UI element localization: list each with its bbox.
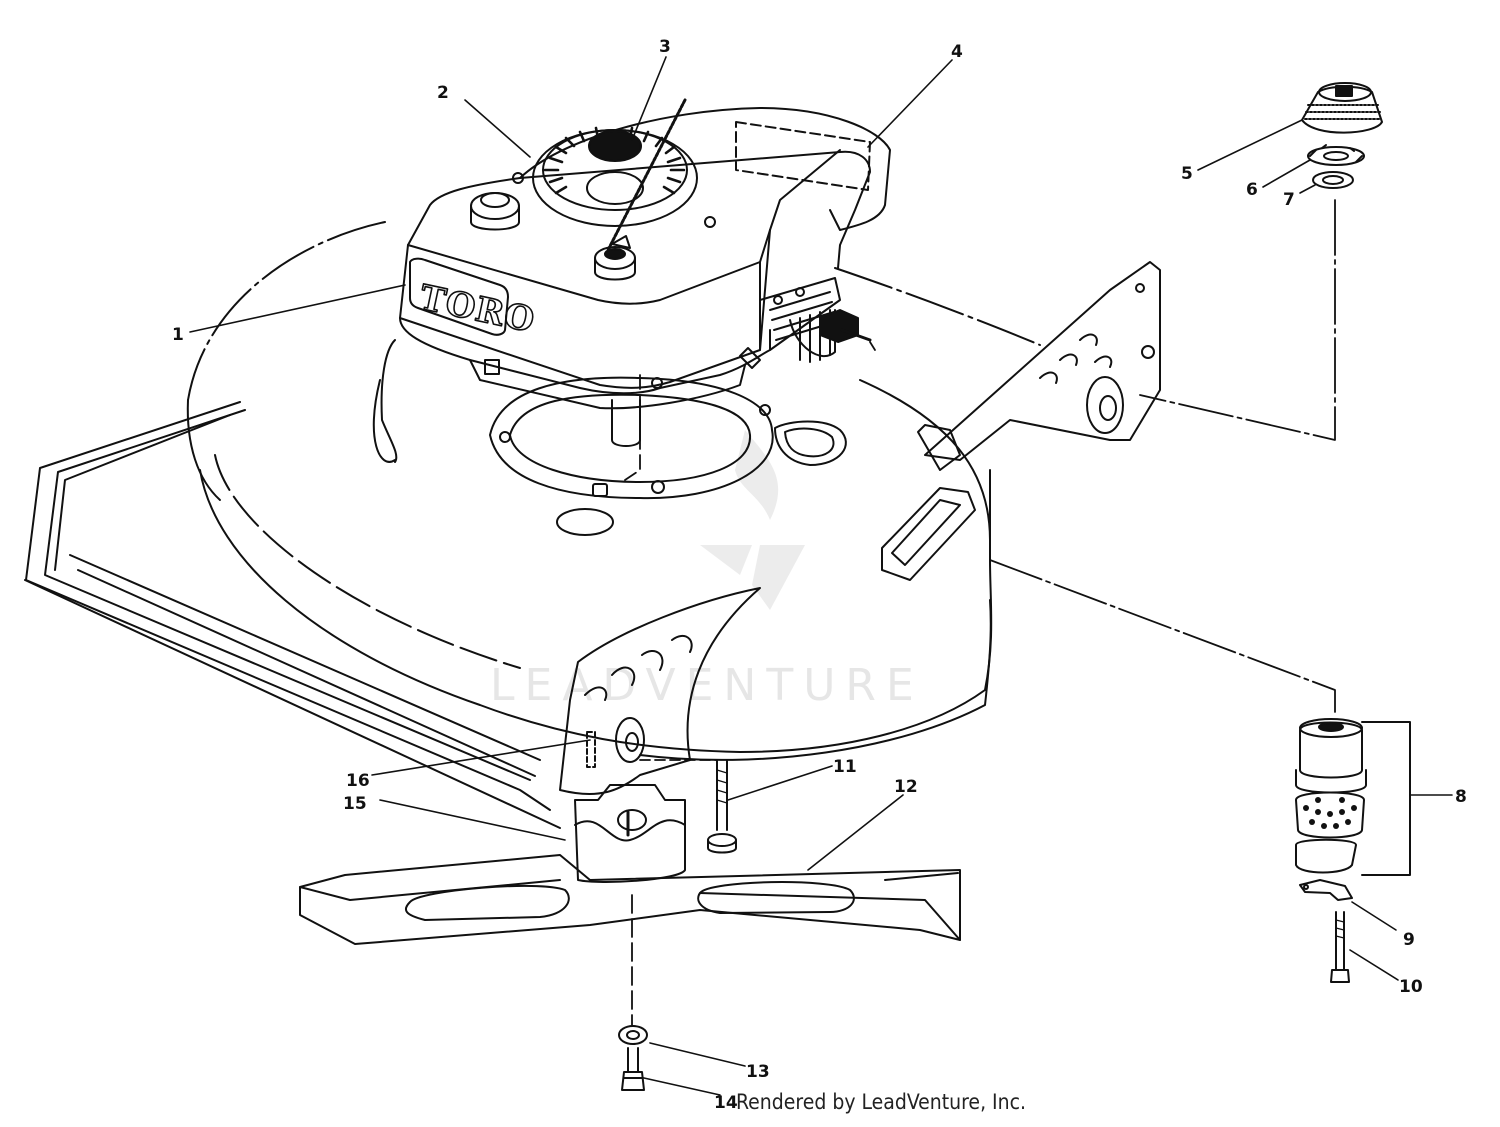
callout-1: 1 — [172, 325, 184, 345]
callout-15: 15 — [343, 794, 367, 814]
blade-and-adapter — [299, 784, 961, 945]
callout-6: 6 — [1246, 180, 1258, 200]
callout-11: 11 — [833, 757, 857, 777]
callout-numbers: 1 2 3 4 5 6 7 8 9 10 11 12 13 14 15 16 — [172, 37, 1467, 1113]
bolt-and-washer — [618, 1025, 648, 1091]
callout-12: 12 — [894, 777, 918, 797]
watermark: LEADVENTURE — [490, 430, 924, 711]
muffler-assembly — [1295, 718, 1411, 983]
engine-brand-label: TORO — [416, 278, 539, 341]
callout-8: 8 — [1455, 787, 1467, 807]
callout-14: 14 — [714, 1093, 738, 1113]
callout-3: 3 — [659, 37, 671, 57]
callout-9: 9 — [1403, 930, 1415, 950]
callout-2: 2 — [437, 83, 449, 103]
callout-10: 10 — [1399, 977, 1423, 997]
rendered-by-credit: Rendered by LeadVenture, Inc. — [736, 1090, 1026, 1114]
engine: TORO — [399, 98, 891, 447]
callout-4: 4 — [951, 42, 963, 62]
callout-7: 7 — [1283, 190, 1295, 210]
rear-flap — [881, 487, 976, 581]
rear-height-adjuster — [917, 261, 1161, 471]
front-bumper — [24, 401, 561, 829]
knob-assembly — [1301, 82, 1383, 189]
callout-13: 13 — [746, 1062, 770, 1082]
callout-16: 16 — [346, 771, 370, 791]
callout-5: 5 — [1181, 164, 1193, 184]
bolt-11 — [707, 759, 737, 854]
leader-lines — [189, 56, 1453, 1096]
front-height-adjuster — [559, 587, 761, 796]
engine-mount-plate — [489, 376, 847, 536]
watermark-text: LEADVENTURE — [490, 660, 924, 711]
centre-lines — [624, 199, 1336, 1026]
